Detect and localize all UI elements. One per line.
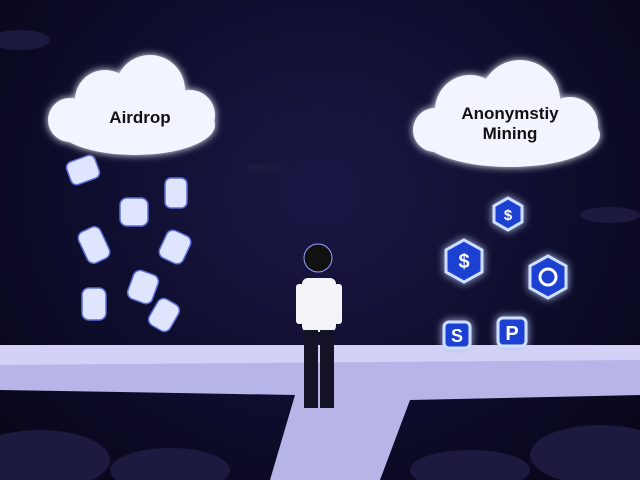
dark-clouds bbox=[0, 30, 640, 480]
token-p: P bbox=[505, 323, 518, 345]
airdrop-robots bbox=[65, 154, 192, 333]
airdrop-label: Airdrop bbox=[109, 108, 171, 127]
person-figure bbox=[296, 243, 342, 408]
token-dollar-small: $ bbox=[504, 207, 513, 224]
mining-cloud bbox=[413, 60, 600, 167]
rain-lines bbox=[444, 150, 576, 350]
mining-label-line2: Mining bbox=[482, 124, 538, 143]
token-ring-icon bbox=[538, 267, 558, 287]
token-dollar-large: $ bbox=[458, 251, 469, 273]
airdrop-cloud bbox=[48, 55, 215, 155]
token-s: S bbox=[451, 326, 463, 346]
mining-label: Anonymstiy Mining bbox=[440, 104, 580, 144]
mining-label-line1: Anonymstiy bbox=[461, 104, 559, 123]
mining-tokens bbox=[442, 196, 568, 350]
